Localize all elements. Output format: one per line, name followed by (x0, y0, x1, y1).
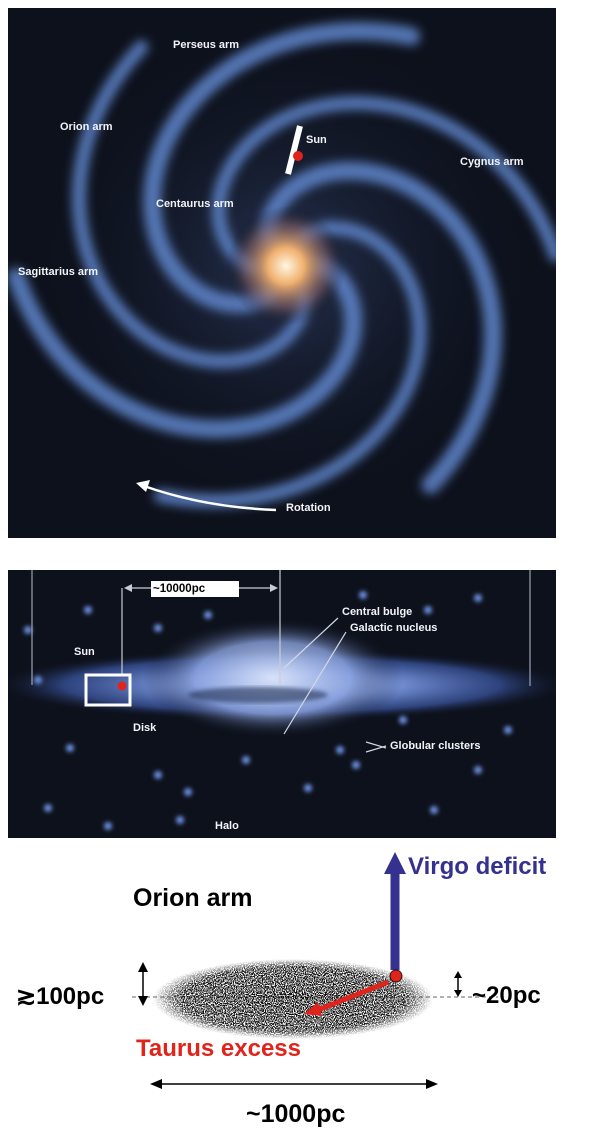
label-orion-arm-local: Orion arm (133, 884, 253, 912)
globular-cluster (504, 726, 512, 734)
spiral-galaxy-illustration (8, 16, 556, 516)
globular-cluster (154, 624, 162, 632)
height-arrowhead-right-up (454, 971, 462, 978)
label-sun-edge-on: Sun (74, 646, 95, 658)
label-centaurus-arm: Centaurus arm (156, 198, 234, 210)
scale-arrowhead-right (270, 584, 278, 592)
globular-cluster (34, 676, 42, 684)
rotation-arrowhead (136, 480, 150, 492)
label-scale-10000pc: ~10000pc (153, 583, 206, 595)
taurus-arrow (317, 979, 389, 1013)
sun-marker-edge-on (117, 681, 127, 691)
globular-cluster (66, 744, 74, 752)
scale-label-box (151, 581, 239, 597)
sun-marker (293, 151, 303, 161)
globular-cluster (474, 766, 482, 774)
globular-cluster (336, 746, 344, 754)
globular-cluster-dots (24, 591, 512, 830)
pointer-central-bulge (283, 617, 339, 669)
virgo-arrowhead (384, 852, 406, 874)
width-arrowhead-left (150, 1079, 162, 1089)
pointer-cluster-lower (365, 745, 387, 753)
label-central-bulge: Central bulge (342, 606, 413, 618)
rotation-arrow (143, 484, 277, 512)
label-disk: Disk (133, 722, 157, 734)
spiral-arm (71, 40, 311, 369)
label-height-20pc: ~20pc (472, 982, 541, 1009)
height-arrowhead-left-down (138, 996, 148, 1006)
spiral-arm (8, 257, 363, 439)
label-galactic-nucleus: Galactic nucleus (350, 622, 438, 634)
spiral-arm (211, 95, 556, 273)
globular-cluster (84, 606, 92, 614)
spiral-arm (153, 221, 427, 509)
globular-cluster (176, 816, 184, 824)
globular-cluster (184, 788, 192, 796)
scale-arrowhead-left (124, 584, 132, 592)
globular-cluster (399, 716, 407, 724)
height-arrowhead-right-down (454, 990, 462, 997)
label-globular-clusters: Globular clusters (390, 740, 481, 752)
spiral-arm (143, 21, 421, 313)
globular-cluster (154, 771, 162, 779)
spiral-arm (259, 161, 503, 494)
label-sagittarius-arm: Sagittarius arm (18, 266, 99, 278)
width-arrowhead-right (426, 1079, 438, 1089)
label-taurus-excess: Taurus excess (136, 1035, 301, 1062)
sun-marker-local (389, 969, 403, 983)
central-bulge (143, 618, 403, 738)
label-height-100pc: ≳100pc (16, 983, 105, 1010)
spiral-arms (8, 21, 556, 509)
sun-box (84, 673, 132, 707)
label-sun: Sun (306, 134, 327, 146)
label-orion-arm: Orion arm (60, 121, 113, 133)
face-on-galaxy-panel: Perseus arm Orion arm Sun Cygnus arm Cen… (8, 8, 556, 538)
edge-on-galaxy-panel: ~10000pc Central bulge Galactic nucleus … (8, 570, 556, 838)
taurus-arrowhead (304, 1002, 322, 1016)
globular-cluster (44, 804, 52, 812)
pointer-galactic-nucleus (283, 631, 347, 735)
globular-cluster (474, 594, 482, 602)
edge-on-galaxy-illustration (8, 570, 556, 830)
dust-lane (188, 687, 328, 703)
globular-cluster (430, 806, 438, 814)
globular-cluster (359, 591, 367, 599)
local-gas-cloud (153, 959, 433, 1039)
globular-cluster (242, 756, 250, 764)
globular-cluster (24, 626, 32, 634)
height-arrowhead-left-up (138, 962, 148, 972)
galactic-core (226, 206, 346, 326)
label-virgo-deficit: Virgo deficit (408, 853, 547, 880)
label-width-1000pc: ~1000pc (246, 1100, 346, 1128)
globular-cluster (424, 606, 432, 614)
globular-cluster (304, 784, 312, 792)
label-cygnus-arm: Cygnus arm (460, 156, 524, 168)
label-halo: Halo (215, 820, 239, 832)
globular-cluster (104, 822, 112, 830)
sun-position-bar (285, 125, 303, 175)
globular-cluster (352, 761, 360, 769)
label-perseus-arm: Perseus arm (173, 39, 240, 51)
globular-cluster (204, 611, 212, 619)
label-rotation: Rotation (286, 502, 331, 514)
